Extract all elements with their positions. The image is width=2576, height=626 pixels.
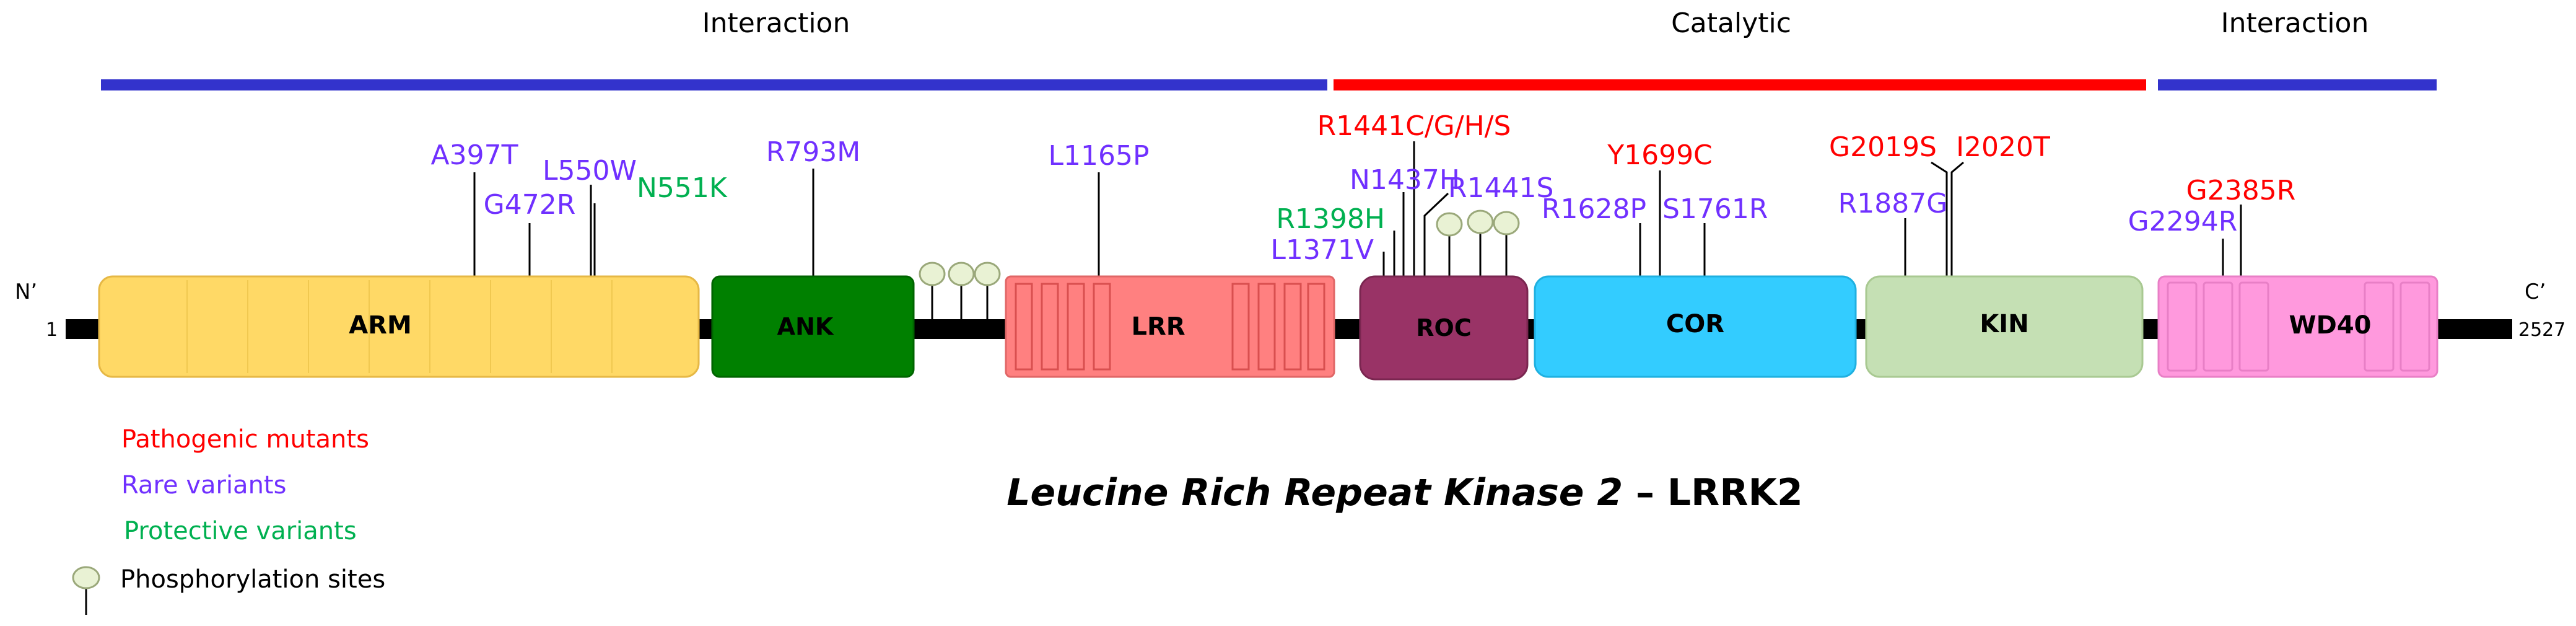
lrr-repeats xyxy=(1015,283,1325,371)
domain-lrr: LRR xyxy=(1005,275,1335,378)
variant-label-I2020T: I2020T xyxy=(1956,131,2050,163)
region-bar-catalytic xyxy=(1334,79,2146,90)
domain-label-kin: KIN xyxy=(1980,310,2028,338)
domain-label-wd40: WD40 xyxy=(2289,311,2372,340)
legend-phospho: Phosphorylation sites xyxy=(120,565,385,594)
variant-label-L550W: L550W xyxy=(543,155,637,187)
domain-kin: KIN xyxy=(1865,275,2144,378)
region-bar-interaction-right xyxy=(2158,79,2437,90)
variant-label-R793M: R793M xyxy=(766,136,861,168)
phospho-site-icon xyxy=(1436,212,1463,237)
legend-protective: Protective variants xyxy=(124,517,357,545)
variant-label-G2019S: G2019S xyxy=(1829,131,1937,163)
phospho-site-icon xyxy=(948,262,975,286)
domain-roc: ROC xyxy=(1359,275,1529,381)
variant-label-R1887G: R1887G xyxy=(1838,188,1948,219)
domain-label-arm: ARM xyxy=(349,311,412,340)
variant-label-G472R: G472R xyxy=(484,189,576,221)
stem-G2019S xyxy=(1931,161,1948,276)
end-position-label: 2527 xyxy=(2518,319,2565,341)
domain-label-lrr: LRR xyxy=(1131,312,1185,341)
domain-label-roc: ROC xyxy=(1416,314,1471,342)
domain-label-cor: COR xyxy=(1666,310,1724,338)
diagram-title: Leucine Rich Repeat Kinase 2 – LRRK2 xyxy=(1006,471,1803,514)
legend-rare: Rare variants xyxy=(121,471,286,500)
phospho-site-icon xyxy=(974,262,1001,286)
variant-labels: A397T G472R L550W N551K R793M L1165P L13… xyxy=(431,110,2296,266)
n-terminus-label: N’ xyxy=(15,280,37,304)
variant-label-S1761R: S1761R xyxy=(1662,193,1768,225)
domain-wd40: WD40 xyxy=(2157,275,2438,378)
region-label-interaction-right: Interaction xyxy=(2221,7,2369,39)
phospho-heads xyxy=(919,209,1520,286)
variant-label-R1441CGHS: R1441C/G/H/S xyxy=(1317,110,1511,142)
stem-R1441S xyxy=(1423,192,1449,276)
variant-label-G2385R: G2385R xyxy=(2186,175,2296,206)
variant-label-N551K: N551K xyxy=(637,172,728,204)
domain-cor: COR xyxy=(1534,275,1857,378)
wd40-blades xyxy=(2167,281,2430,372)
variant-label-R1628P: R1628P xyxy=(1542,193,1646,225)
region-label-catalytic: Catalytic xyxy=(1671,7,1791,39)
variant-label-L1371V: L1371V xyxy=(1270,234,1374,266)
domain-ank: ANK xyxy=(711,275,915,378)
title-rest: – LRRK2 xyxy=(1623,471,1803,514)
legend-phospho-icon xyxy=(72,566,100,615)
region-label-interaction-left: Interaction xyxy=(702,7,850,39)
title-italic: Leucine Rich Repeat Kinase 2 xyxy=(1006,471,1623,514)
legend: Pathogenic mutants Rare variants Protect… xyxy=(72,425,385,615)
variant-stems xyxy=(473,141,2242,276)
variant-label-L1165P: L1165P xyxy=(1048,140,1149,172)
variant-label-A397T: A397T xyxy=(431,139,518,171)
stem-I2020T xyxy=(1950,161,1964,276)
phospho-site-icon xyxy=(919,262,946,286)
arm-repeats xyxy=(186,280,613,373)
start-position-label: 1 xyxy=(46,319,58,341)
c-terminus-label: C’ xyxy=(2525,280,2546,304)
variant-label-N1437H: N1437H xyxy=(1350,164,1460,196)
phospho-site-icon xyxy=(1493,211,1520,236)
domain-label-ank: ANK xyxy=(777,313,834,340)
variant-label-R1398H: R1398H xyxy=(1276,203,1385,235)
variant-label-Y1699C: Y1699C xyxy=(1607,139,1713,171)
variant-label-R1441S: R1441S xyxy=(1448,172,1553,204)
phospho-site-icon xyxy=(1467,209,1494,234)
region-bar-interaction-left xyxy=(101,79,1327,90)
domain-arm: ARM xyxy=(98,275,700,378)
variant-label-G2294R: G2294R xyxy=(2128,206,2238,237)
legend-pathogenic: Pathogenic mutants xyxy=(121,425,369,454)
